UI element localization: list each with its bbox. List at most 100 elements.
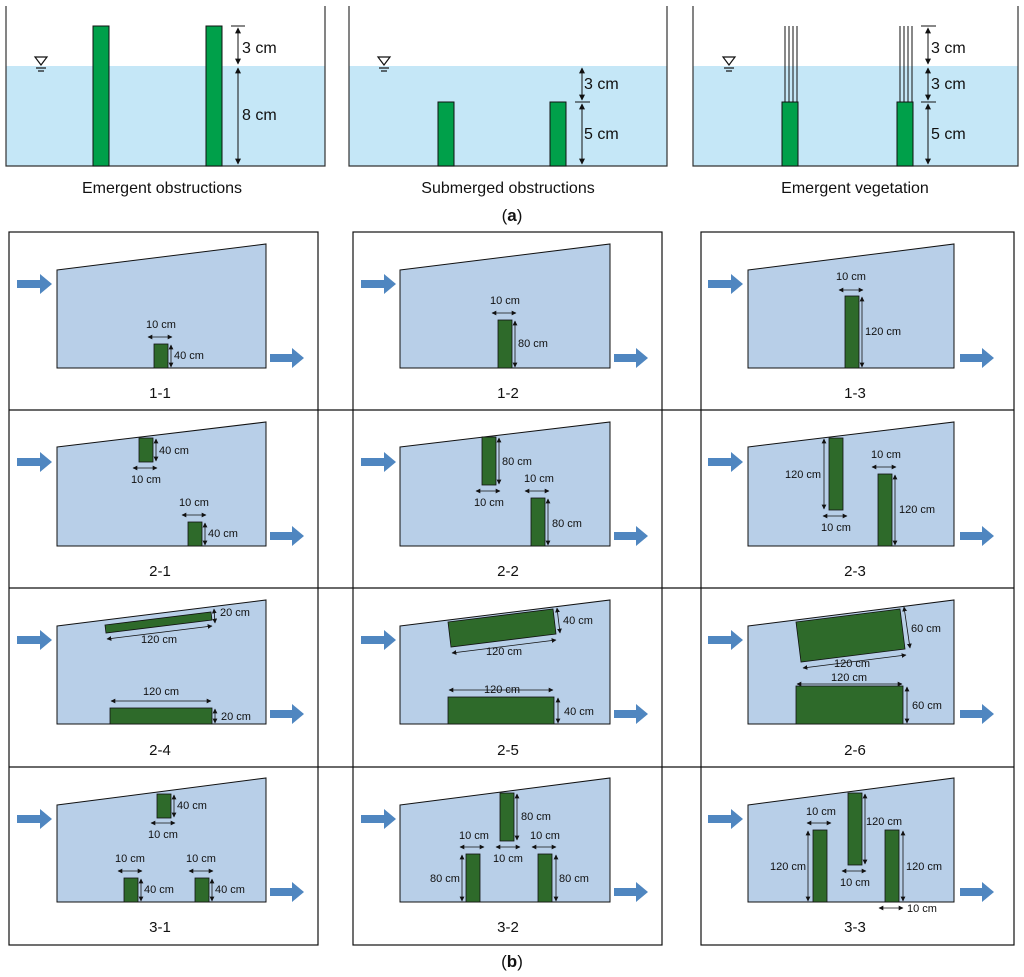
obstruction-block [447,696,555,725]
case-2-3: 120 cm 10 cm 10 cm 120 cm 2-3 [708,421,994,580]
obstruction-block [123,877,139,903]
case-label: 3-3 [844,919,866,936]
dim-label: 10 cm [490,295,520,307]
inflow-arrow-icon [361,809,396,829]
outflow-arrow-icon [270,704,304,724]
inflow-arrow-icon [17,630,52,650]
case-1-1: 10 cm 40 cm 1-1 [17,243,304,402]
dim-label: 20 cm [221,711,251,723]
dimension-arrow [451,638,557,655]
water-body [693,66,1018,166]
case-3-1: 40 cm 10 cm 10 cm 40 cm 10 cm 40 cm 3-1 [17,777,304,936]
dim-label: 10 cm [186,853,216,865]
panel-caption: Submerged obstructions [421,180,594,197]
dim-label: 120 cm [906,861,942,873]
inflow-arrow-icon [708,809,743,829]
obstruction-block [497,319,513,369]
obstruction-block [795,685,904,725]
dim-label: 120 cm [770,861,806,873]
dim-label: 40 cm [159,445,189,457]
dim-label: 120 cm [899,504,935,516]
obstruction-block [156,793,172,819]
case-label: 2-3 [844,563,866,580]
obstruction-post [92,25,110,167]
dim-label: 40 cm [177,800,207,812]
dim-label: 80 cm [521,811,551,823]
dim-label: 40 cm [563,615,593,627]
outflow-arrow-icon [960,526,994,546]
dim-label: 10 cm [131,474,161,486]
dim-label: 10 cm [821,522,851,534]
obstruction-post [549,101,567,167]
obstruction-block [153,343,169,369]
dim-label: 10 cm [907,903,937,915]
case-3-3: 120 cm 10 cm 10 cm 120 cm 120 cm 10 cm 3… [708,777,994,936]
case-label: 1-1 [149,385,171,402]
obstruction-post [205,25,223,167]
dim-label: 3 cm [931,40,966,57]
dim-label: 120 cm [831,672,867,684]
dim-label: 80 cm [502,456,532,468]
inflow-arrow-icon [17,452,52,472]
dim-label: 120 cm [834,658,870,670]
panel-caption: Emergent obstructions [82,180,242,197]
case-label: 2-1 [149,563,171,580]
vegetation-stems [784,26,913,102]
dim-label: 10 cm [493,853,523,865]
dim-label: 10 cm [474,497,504,509]
obstruction-block [537,853,553,903]
dim-label: 40 cm [208,528,238,540]
case-grid [8,231,1015,946]
dim-label: 10 cm [836,271,866,283]
outflow-arrow-icon [614,348,648,368]
channel-plan [747,421,955,547]
dim-label: 10 cm [840,877,870,889]
outflow-arrow-icon [960,882,994,902]
dimension-arrow [555,607,562,634]
dim-label: 8 cm [242,107,277,124]
outflow-arrow-icon [614,882,648,902]
case-2-1: 40 cm 10 cm 10 cm 40 cm 2-1 [17,421,304,580]
case-label: 2-4 [149,742,171,759]
water-level-icon [33,56,49,72]
obstruction-block [877,473,893,547]
outflow-arrow-icon [614,704,648,724]
channel-plan [56,777,267,903]
vegetation-base [781,101,799,167]
obstruction-block [187,521,203,547]
vegetation-base [896,101,914,167]
case-2-5: 40 cm 120 cm 120 cm 40 cm 2-5 [361,599,648,759]
dim-label: 120 cm [865,326,901,338]
dim-label: 10 cm [146,319,176,331]
dimension-arrow [802,653,907,670]
dim-label: 60 cm [911,623,941,635]
dim-label: 10 cm [115,853,145,865]
case-1-3: 10 cm 120 cm 1-3 [708,243,994,402]
case-label: 2-2 [497,563,519,580]
dim-label: 40 cm [144,884,174,896]
obstruction-block [795,608,906,663]
inflow-arrow-icon [17,809,52,829]
water-body [349,66,667,166]
dimension-arrow [106,624,213,641]
obstruction-block [499,792,515,842]
outflow-arrow-icon [270,882,304,902]
dim-label: 120 cm [866,816,902,828]
obstruction-block [447,608,557,648]
dim-label: 40 cm [564,706,594,718]
case-label: 3-1 [149,919,171,936]
dim-label: 10 cm [148,829,178,841]
obstruction-block [530,497,546,547]
subfigure-label-b: (b) [501,952,523,971]
dimension-arrow [902,606,912,649]
outflow-arrow-icon [960,348,994,368]
outflow-arrow-icon [270,526,304,546]
dim-label: 60 cm [912,700,942,712]
tank-outline [5,6,326,167]
subfigure-label-a: (a) [502,206,523,225]
channel-plan [56,421,267,547]
dim-label: 40 cm [174,350,204,362]
dim-label: 80 cm [552,518,582,530]
obstruction-block [138,437,154,463]
